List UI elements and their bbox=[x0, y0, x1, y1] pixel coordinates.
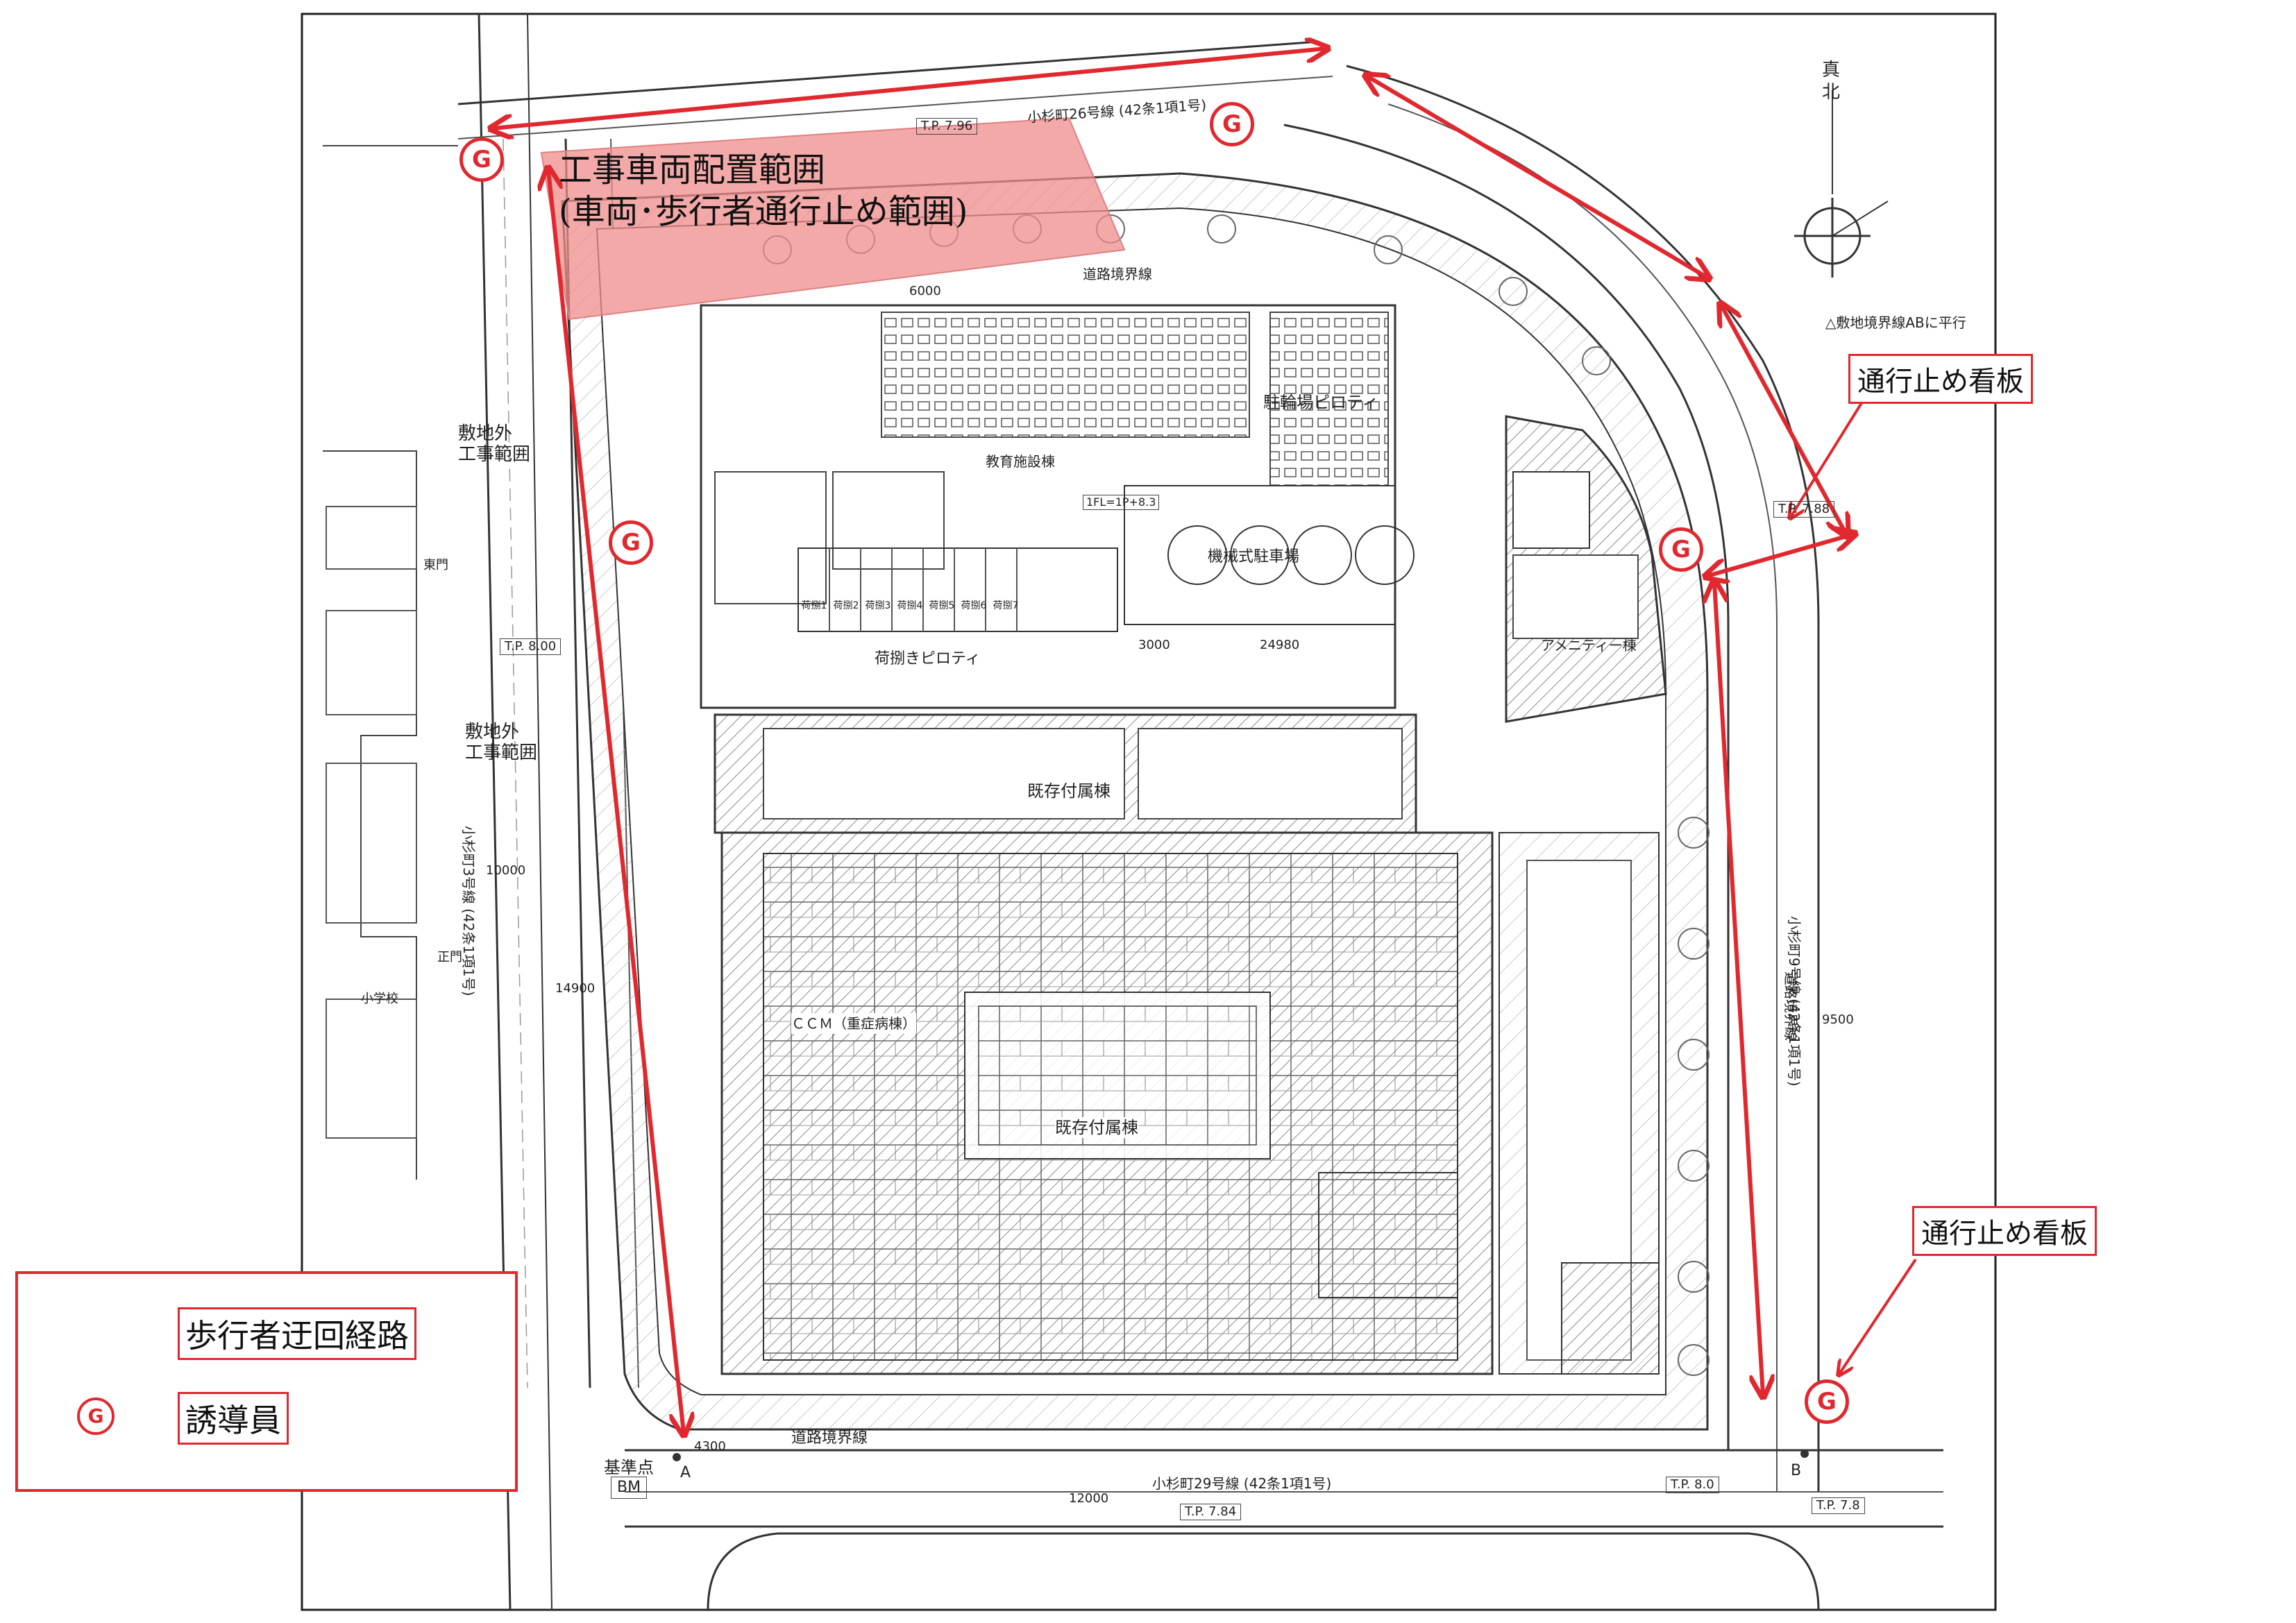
guard-marker-icon: G bbox=[609, 520, 653, 565]
amenity-wing bbox=[1505, 415, 1667, 723]
loading-bay: 荷捌6 bbox=[961, 600, 987, 611]
loading-bay: 荷捌4 bbox=[897, 600, 923, 611]
existing-annex-label-2: 既存付属棟 bbox=[1055, 1117, 1138, 1138]
north-label: 真 北 bbox=[1822, 59, 1840, 103]
loading-bay: 荷捌3 bbox=[865, 600, 891, 611]
loading-bay-row: 荷捌1 荷捌2 荷捌3 荷捌4 荷捌5 荷捌6 荷捌7 bbox=[798, 598, 1117, 612]
point-a-marker bbox=[673, 1453, 681, 1461]
loading-bay: 荷捌2 bbox=[833, 600, 859, 611]
construction-zone-subtitle: (車両･歩行者通行止め範囲) bbox=[559, 192, 968, 231]
machine-parking-label: 機械式駐車場 bbox=[1208, 548, 1300, 566]
road-label-west: 小杉町3号線 (42条1項1号) bbox=[460, 826, 477, 996]
tp-southeast: T.P. 7.8 bbox=[1812, 1497, 1865, 1514]
dim-4300: 4300 bbox=[694, 1439, 726, 1454]
dim-10000: 10000 bbox=[486, 863, 526, 878]
double-arrow-icon bbox=[1367, 76, 1707, 278]
legend-guard-label: 誘導員 bbox=[178, 1392, 289, 1445]
legend-route-label: 歩行者迂回経路 bbox=[178, 1307, 416, 1360]
drawing-frame bbox=[301, 12, 1997, 1611]
main-gate-label: 正門 bbox=[437, 950, 462, 965]
guard-marker-icon: G bbox=[459, 137, 504, 182]
south-road bbox=[625, 1449, 1943, 1611]
existing-annex bbox=[714, 713, 1494, 1375]
dim-9500: 9500 bbox=[1822, 1012, 1854, 1027]
amenity-wing-label: アメニティー棟 bbox=[1541, 637, 1637, 654]
pedestrian-detour-route bbox=[493, 49, 1853, 1433]
stop-sign-label-north: 通行止め看板 bbox=[1848, 354, 2033, 404]
offsite-work-label-1: 敷地外 工事範囲 bbox=[458, 423, 530, 465]
sign-pointers bbox=[1791, 387, 1917, 1374]
point-a-label: A bbox=[680, 1464, 691, 1481]
tp-west: T.P. 8.00 bbox=[500, 638, 562, 655]
offsite-work-line: 工事範囲 bbox=[465, 742, 538, 763]
offsite-work-line: 工事範囲 bbox=[458, 444, 531, 465]
east-parking-lane bbox=[1499, 832, 1660, 1375]
construction-zone-label: 工事車両配置範囲 (車両･歩行者通行止め範囲) bbox=[559, 149, 968, 232]
north-label-bottom: 北 bbox=[1822, 82, 1841, 103]
tp-east: T.P. 7.88 bbox=[1773, 501, 1835, 518]
guard-marker-icon: G bbox=[77, 1397, 115, 1435]
north-buildings bbox=[700, 304, 1415, 709]
north-label-top: 真 bbox=[1822, 60, 1841, 80]
double-arrow-icon bbox=[493, 49, 1326, 128]
road-boundary-north-label: 道路境界線 bbox=[1083, 266, 1152, 282]
ifl-label: 1FL=1P+8.3 bbox=[1083, 495, 1160, 510]
dim-12000: 12000 bbox=[1069, 1491, 1109, 1506]
bicycle-pilotis-label: 駐輪場ピロティ bbox=[1263, 393, 1379, 412]
road-boundary-south-label: 道路境界線 bbox=[791, 1429, 868, 1447]
dim-14900: 14900 bbox=[555, 981, 596, 996]
offsite-work-line: 敷地外 bbox=[465, 722, 520, 742]
construction-zone-title: 工事車両配置範囲 bbox=[559, 151, 826, 189]
dim-3000: 3000 bbox=[1138, 638, 1170, 652]
guard-marker-icon: G bbox=[1659, 527, 1703, 572]
benchmark-label: 基準点 bbox=[604, 1458, 654, 1477]
double-arrow-icon bbox=[1721, 305, 1846, 534]
school-block bbox=[323, 145, 458, 1180]
north-arrow-icon bbox=[1794, 90, 1889, 278]
dim-24980: 24980 bbox=[1260, 638, 1300, 652]
east-gate-label: 東門 bbox=[423, 558, 448, 572]
offsite-work-line: 敷地外 bbox=[458, 423, 513, 444]
loading-bay: 荷捌7 bbox=[993, 600, 1019, 611]
tp-south: T.P. 7.84 bbox=[1180, 1504, 1242, 1520]
guard-marker-icon: G bbox=[1805, 1379, 1849, 1424]
stop-sign-label-south: 通行止め看板 bbox=[1912, 1206, 2097, 1256]
existing-annex-label-1: 既存付属棟 bbox=[1027, 781, 1111, 801]
loading-bay: 荷捌1 bbox=[801, 600, 827, 611]
double-arrow-icon bbox=[1707, 534, 1853, 576]
point-b-marker bbox=[1800, 1450, 1809, 1458]
guard-marker-icon: G bbox=[1210, 102, 1254, 146]
double-arrow-icon bbox=[548, 170, 684, 1433]
parallel-note: △敷地境界線ABに平行 bbox=[1825, 314, 1966, 331]
bm-label: BM bbox=[611, 1477, 648, 1499]
double-arrow-icon bbox=[1714, 583, 1763, 1395]
loading-bay: 荷捌5 bbox=[929, 600, 955, 611]
education-wing-label: 教育施設棟 bbox=[986, 453, 1055, 470]
tp-south-mid: T.P. 8.0 bbox=[1666, 1477, 1719, 1493]
dim-6000: 6000 bbox=[909, 284, 941, 298]
road-boundary-east-label: 道路境界線 bbox=[1782, 971, 1799, 1041]
school-label: 小学校 bbox=[361, 992, 398, 1006]
offsite-work-label-2: 敷地外 工事範囲 bbox=[465, 722, 537, 763]
loading-pilotis-label: 荷捌きピロティ bbox=[875, 650, 981, 668]
road-label-south: 小杉町29号線 (42条1項1号) bbox=[1152, 1475, 1332, 1492]
stop-sign-text: 通行止め看板 bbox=[1921, 1218, 2088, 1250]
point-b-label: B bbox=[1791, 1462, 1802, 1479]
ccm-label: ＣＣＭ（重症病棟） bbox=[791, 1013, 916, 1034]
stop-sign-text: 通行止め看板 bbox=[1857, 366, 2024, 398]
legend: 歩行者迂回経路 G 誘導員 bbox=[15, 1271, 518, 1492]
tp-north: T.P. 7.96 bbox=[916, 118, 978, 135]
